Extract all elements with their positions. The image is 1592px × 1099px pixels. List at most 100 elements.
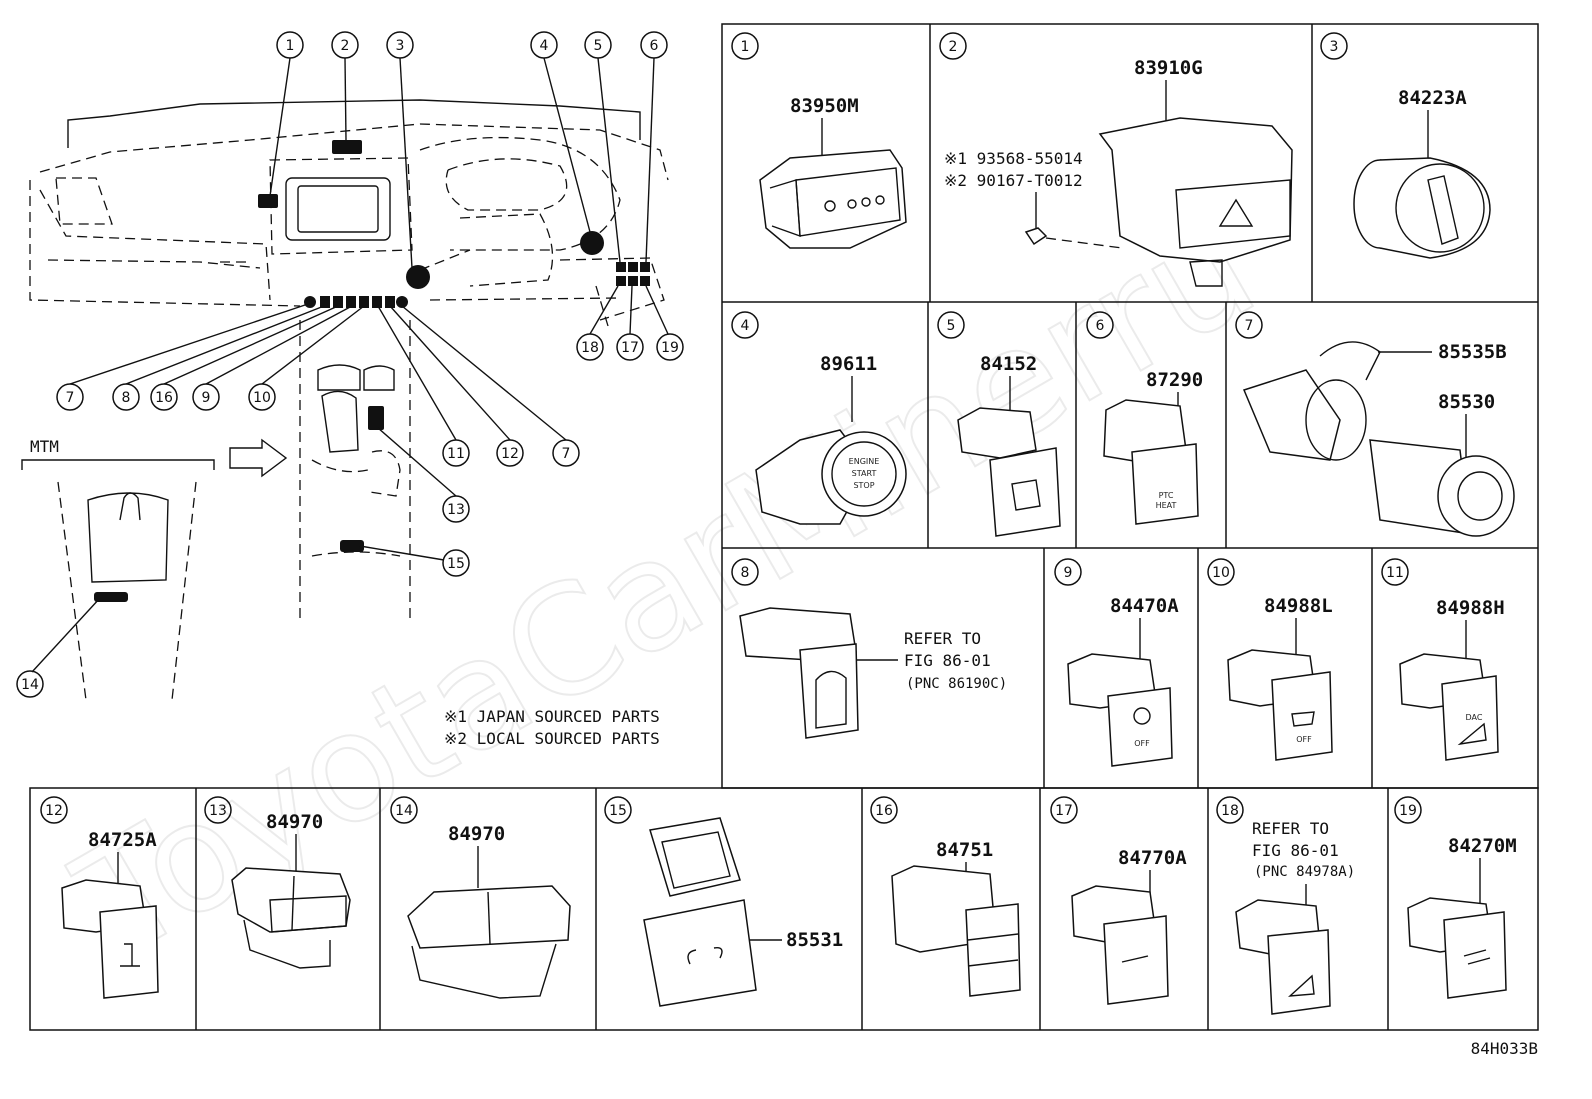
svg-text:19: 19 (661, 340, 679, 356)
svg-text:13: 13 (447, 502, 465, 518)
svg-text:19: 19 (1399, 803, 1417, 819)
svg-text:12: 12 (45, 803, 63, 819)
svg-text:10: 10 (1212, 565, 1230, 581)
switch-illustration (1267, 929, 1331, 1015)
svg-text:START: START (852, 469, 877, 478)
svg-text:11: 11 (1386, 565, 1404, 581)
refer-text: FIG 86-01 (904, 651, 991, 670)
refer-text: REFER TO (1252, 819, 1329, 838)
svg-text:12: 12 (501, 446, 519, 462)
cell-15: 15 85531 (604, 796, 843, 1007)
cell-18: 18 REFER TO FIG 86-01 (PNC 84978A) (1216, 796, 1355, 1015)
socket-cover-illustration (649, 817, 741, 897)
svg-text:10: 10 (253, 390, 271, 406)
part-number: 84751 (936, 839, 993, 861)
grid-borders (29, 23, 1539, 1031)
part-number: 84470A (1110, 595, 1179, 617)
part-number: 84270M (1448, 835, 1517, 857)
switch-illustration (99, 905, 159, 999)
part-number: 85535B (1438, 341, 1507, 363)
callout-top: 1 2 3 4 5 6 (276, 31, 668, 59)
switch-illustration (989, 447, 1061, 537)
svg-text:17: 17 (621, 340, 639, 356)
cell-13: 13 84970 (204, 796, 351, 969)
part-number: 87290 (1146, 369, 1203, 391)
svg-text:8: 8 (122, 390, 131, 406)
svg-text:4: 4 (741, 318, 750, 334)
part-number: 84725A (88, 829, 157, 851)
svg-text:18: 18 (581, 340, 599, 356)
cell-14: 14 84970 (390, 796, 571, 999)
socket-cover-illustration (643, 899, 757, 1007)
svg-text:HEAT: HEAT (1156, 501, 1177, 510)
svg-text:11: 11 (447, 446, 465, 462)
cell-10: 10 84988L OFF (1207, 558, 1333, 761)
switch-illustration (1103, 915, 1169, 1005)
double-switch-illustration (231, 867, 351, 933)
part-number: 84223A (1398, 87, 1467, 109)
svg-text:14: 14 (21, 677, 39, 693)
svg-text:14: 14 (395, 803, 413, 819)
part-number: 84152 (980, 353, 1037, 375)
usb-port-illustration (799, 643, 859, 739)
hazard-switch-panel-illustration (1098, 117, 1293, 263)
svg-text:3: 3 (1330, 39, 1339, 55)
svg-text:7: 7 (66, 390, 75, 406)
cell-19: 19 84270M (1394, 796, 1517, 999)
svg-text:3: 3 (396, 38, 405, 54)
cell-9: 9 84470A OFF (1054, 558, 1179, 767)
svg-text:PTC: PTC (1159, 491, 1174, 500)
cell-2: 2 83910G ※1 93568-55014 ※2 90167-T0012 (939, 32, 1293, 287)
part-number: 84988L (1264, 595, 1333, 617)
svg-text:OFF: OFF (1134, 739, 1150, 748)
screw-illustration (1024, 227, 1048, 246)
footnote-local: ※2 LOCAL SOURCED PARTS (444, 729, 660, 748)
part-number: 83950M (790, 95, 859, 117)
mtm-inset: MTM (21, 437, 288, 701)
socket-illustration (1242, 369, 1341, 461)
svg-text:8: 8 (741, 565, 750, 581)
svg-text:4: 4 (540, 38, 549, 54)
refer-text: (PNC 86190C) (906, 676, 1007, 692)
figure-code: 84H033B (1471, 1039, 1538, 1058)
svg-text:13: 13 (209, 803, 227, 819)
switch-module-illustration (759, 149, 907, 249)
ptc-heat-switch-illustration (1131, 443, 1199, 525)
svg-text:7: 7 (562, 446, 571, 462)
cell-6: 6 87290 PTC HEAT (1086, 311, 1203, 525)
cell-7: 7 85535B 85530 (1235, 311, 1515, 537)
svg-text:6: 6 (1096, 318, 1105, 334)
cell-11: 11 84988H DAC (1381, 558, 1505, 761)
cell-1: 1 83950M (731, 32, 907, 249)
dashboard-overview: 1 2 3 4 5 6 7 8 16 9 10 11 12 7 13 15 14… (16, 31, 684, 748)
part-number: 84770A (1118, 847, 1187, 869)
switch-illustration (1443, 911, 1507, 999)
cell-4: 4 89611 ENGINE START STOP (731, 311, 907, 525)
refer-text: (PNC 84978A) (1254, 864, 1355, 880)
svg-text:16: 16 (155, 390, 173, 406)
svg-text:DAC: DAC (1466, 713, 1483, 722)
svg-text:9: 9 (1064, 565, 1073, 581)
knob-marker (406, 265, 430, 289)
part-number: 84970 (448, 823, 505, 845)
cell-3: 3 84223A (1320, 32, 1491, 259)
footnote-japan: ※1 JAPAN SOURCED PARTS (444, 707, 660, 726)
switch-marker (258, 194, 278, 208)
svg-text:OFF: OFF (1296, 735, 1312, 744)
svg-text:ENGINE: ENGINE (849, 457, 880, 466)
svg-text:6: 6 (650, 38, 659, 54)
cell-16: 16 84751 (870, 796, 1021, 997)
note-1: ※1 93568-55014 (944, 149, 1083, 168)
svg-text:15: 15 (447, 556, 465, 572)
switch-illustration (1107, 687, 1173, 767)
part-number: 84988H (1436, 597, 1505, 619)
cell-17: 17 84770A (1050, 796, 1187, 1005)
svg-text:5: 5 (594, 38, 603, 54)
svg-text:7: 7 (1245, 318, 1254, 334)
note-2: ※2 90167-T0012 (944, 171, 1083, 190)
seat-heater-switch-illustration (965, 903, 1021, 997)
svg-text:2: 2 (949, 39, 958, 55)
cell-12: 12 84725A (40, 796, 159, 999)
cell-8: 8 REFER TO FIG 86-01 (PNC 86190C) (731, 558, 1007, 739)
